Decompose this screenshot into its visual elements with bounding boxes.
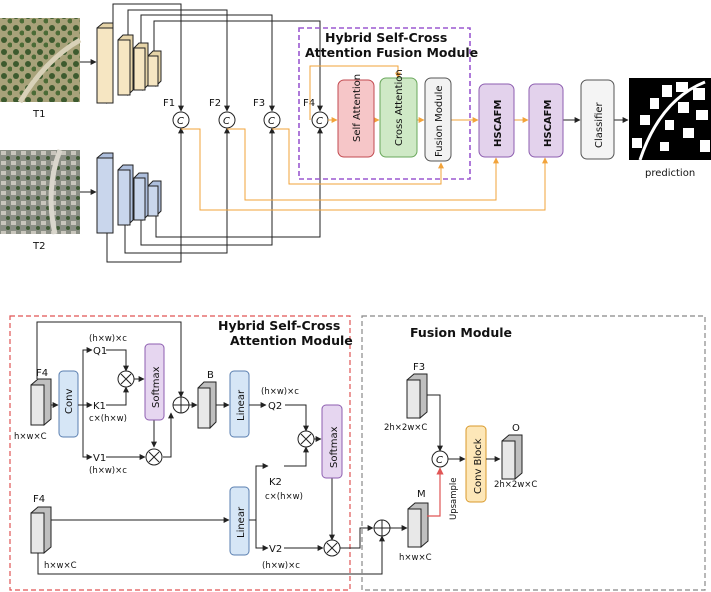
o-dims: 2h×2w×C [494, 480, 537, 490]
f4-dims: h×w×C [14, 432, 47, 442]
t1-backbone [96, 22, 162, 104]
prediction-label: prediction [645, 168, 695, 179]
fusion-module-label: Fusion Module [434, 85, 445, 157]
self-attention-label: Self Attention [352, 74, 363, 142]
f4b-block [30, 506, 52, 554]
hscafm-block-1 [478, 83, 515, 158]
linear-label-2: Linear [236, 506, 247, 538]
q2-dims: (h×w)×c [261, 387, 299, 397]
f3-label: F3 [413, 362, 425, 373]
concat-node-f3: C [263, 111, 281, 129]
k1-dims: c×(h×w) [89, 414, 127, 424]
m-block [407, 502, 429, 548]
linear-block-2 [229, 486, 250, 556]
f3-block [406, 373, 428, 419]
k2-label: K2 [269, 477, 282, 488]
linear-block-1 [229, 370, 250, 438]
hsca-title-line1: Hybrid Self-Cross [218, 318, 340, 333]
svg-text:C: C [436, 455, 443, 466]
m-label: M [417, 489, 426, 500]
softmax-label-2: Softmax [329, 426, 340, 468]
b-label: B [207, 370, 214, 381]
f3-dims: 2h×2w×C [384, 423, 427, 433]
t2-label: T2 [32, 241, 45, 252]
v1-label: V1 [93, 453, 106, 464]
upsample-label: Upsample [449, 477, 459, 520]
classifier-label: Classifier [594, 101, 605, 148]
f1-label: F1 [163, 98, 175, 109]
multiply-node-v1 [145, 448, 163, 466]
linear-label-1: Linear [236, 389, 247, 421]
o-block [501, 434, 523, 480]
self-attention-block [337, 79, 375, 158]
v2-label: V2 [269, 544, 282, 555]
hscafm-label-2: HSCAFM [543, 100, 554, 147]
multiply-node-qk1 [117, 370, 135, 388]
svg-text:C: C [177, 116, 184, 127]
multiply-node-qk2 [297, 430, 315, 448]
hsca-module-border [9, 315, 351, 591]
f3-label: F3 [253, 98, 265, 109]
q1-label: Q1 [93, 346, 107, 357]
hscafm-module-border [298, 27, 471, 180]
t2-image [0, 149, 80, 235]
k1-label: K1 [93, 401, 106, 412]
f4-block [30, 378, 52, 426]
cross-attention-block [379, 77, 418, 158]
add-node-1 [172, 396, 190, 414]
conv-block-fusion [465, 425, 487, 503]
module-title-line2: Attention Fusion Module [305, 45, 478, 60]
k2-dims: c×(h×w) [265, 492, 303, 502]
b-block [197, 381, 217, 429]
hsca-title-line2: Attention Module [230, 333, 353, 348]
fusion-module-border [361, 315, 706, 591]
t1-label: T1 [32, 109, 45, 120]
concat-node-f1: C [172, 111, 190, 129]
f4b-label: F4 [33, 494, 45, 505]
svg-text:C: C [223, 116, 230, 127]
softmax-block-2 [321, 404, 343, 479]
concat-node-f2: C [218, 111, 236, 129]
svg-text:C: C [316, 116, 323, 127]
hscafm-label-1: HSCAFM [493, 100, 504, 147]
softmax-label-1: Softmax [151, 366, 162, 408]
fusion-title: Fusion Module [410, 325, 512, 340]
concat-node-f4: C [311, 111, 329, 129]
module-title-line1: Hybrid Self-Cross [325, 30, 447, 45]
prediction-map [629, 78, 711, 161]
conv-block-label: Conv Block [473, 438, 484, 494]
conv-label: Conv [64, 389, 75, 414]
v1-dims: (h×w)×c [89, 466, 127, 476]
cross-attention-label: Cross Attention [394, 69, 405, 146]
q1-dims: (h×w)×c [89, 334, 127, 344]
q2-label: Q2 [268, 401, 282, 412]
m-dims: h×w×C [399, 553, 432, 563]
svg-text:C: C [268, 116, 275, 127]
concat-node-fusion: C [431, 450, 449, 468]
t2-backbone [96, 152, 162, 234]
hscafm-block-2 [528, 83, 564, 158]
f2-label: F2 [209, 98, 221, 109]
fusion-module-block [424, 77, 452, 162]
conv-block [58, 370, 79, 438]
v2-dims: (h×w)×c [262, 561, 300, 571]
add-node-2 [373, 519, 391, 537]
o-label: O [512, 423, 520, 434]
softmax-block-1 [144, 343, 165, 421]
classifier-block [580, 79, 615, 160]
t1-image [0, 18, 82, 104]
f4-label: F4 [36, 368, 48, 379]
f4-label: F4 [303, 98, 315, 109]
multiply-node-v2 [323, 539, 341, 557]
f4b-dims: h×w×C [44, 561, 77, 571]
